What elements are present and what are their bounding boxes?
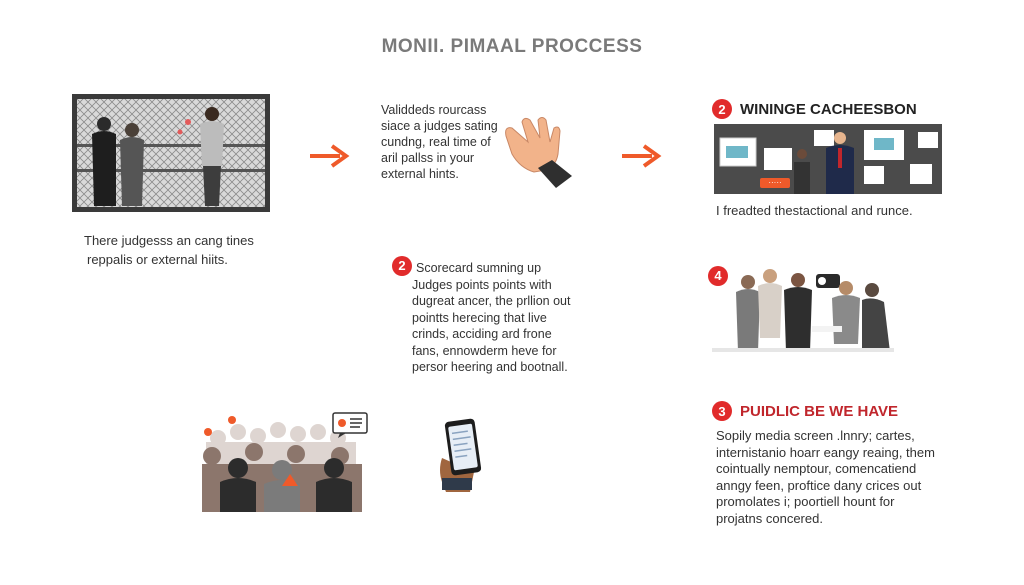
person-figure: [92, 117, 116, 206]
presentation-screen-illustration: [714, 124, 942, 194]
group-badge: 4: [708, 266, 728, 286]
public-text: Sopily media screen .lnnry; cartes, inte…: [716, 428, 935, 526]
chat-bubble-icon: [332, 412, 368, 443]
cage-illustration: [72, 94, 270, 212]
page-title: MONII. PIMAAL PROCCESS: [381, 36, 643, 57]
cage-caption: There judgesss an cang tines reppalis or…: [84, 233, 254, 267]
right-arrow-icon: [620, 142, 662, 170]
scorecard-badge: 2: [392, 256, 412, 276]
right-arrow-icon: [308, 142, 350, 170]
scorecard-text: Scorecard sumning up Judges points point…: [412, 261, 571, 374]
step-badge: 2: [712, 99, 732, 119]
public-heading-text: PUIDLIC BE WE HAVE: [740, 402, 899, 420]
step-badge: 3: [712, 401, 732, 421]
winning-heading-text: WININGE CACHEESBON: [740, 100, 917, 118]
smartphone-icon: [436, 418, 484, 497]
winning-heading: 2 WININGE CACHEESBON: [712, 99, 917, 119]
public-heading: 3 PUIDLIC BE WE HAVE: [712, 401, 898, 421]
crowd-illustration: [198, 412, 366, 512]
group-discussion-illustration: [712, 268, 894, 352]
hand-icon: [498, 116, 578, 193]
validated-sources-text: Validdeds rourcass siace a judges sating…: [381, 103, 498, 181]
screen-button[interactable]: ·····: [768, 178, 782, 187]
winning-caption: I freadted thestactional and runce.: [716, 203, 913, 218]
